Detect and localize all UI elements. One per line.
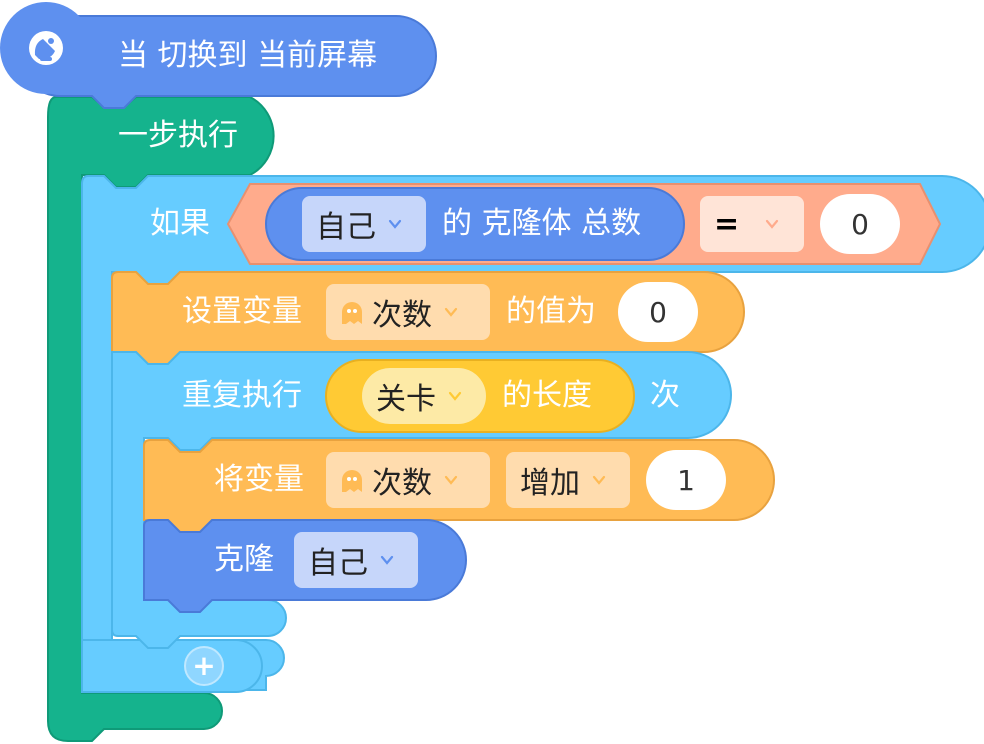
set-var-suffix: 的值为 — [506, 294, 596, 329]
if-label: 如果 — [150, 206, 210, 241]
step-block-shape[interactable] — [47, 96, 275, 742]
change-var-value-input[interactable]: 1 — [646, 450, 726, 510]
chevron-down-icon — [444, 473, 458, 487]
chevron-down-icon — [444, 305, 458, 319]
set-var-dropdown[interactable]: 次数 — [326, 284, 490, 340]
plus-icon: + — [192, 649, 216, 682]
repeat-suffix: 次 — [650, 378, 680, 413]
set-var-value: 次数 — [372, 298, 432, 333]
clone-count-label: 的 克隆体 总数 — [442, 206, 642, 241]
add-branch-button[interactable]: + — [184, 646, 224, 686]
operator-dropdown[interactable]: = — [700, 196, 804, 252]
clone-label: 克隆 — [214, 542, 274, 577]
compare-value-input[interactable]: 0 — [820, 194, 900, 254]
list-dropdown[interactable]: 关卡 — [362, 368, 486, 424]
clone-target-text: 自己 — [308, 546, 368, 581]
change-var-dropdown[interactable]: 次数 — [326, 452, 490, 508]
satellite-dish-icon — [6, 8, 86, 88]
chevron-down-icon — [448, 389, 462, 403]
chevron-down-icon — [380, 553, 394, 567]
change-var-label: 将变量 — [214, 462, 304, 497]
list-value: 关卡 — [376, 382, 436, 417]
chevron-down-icon — [388, 217, 402, 231]
change-op-value: 增加 — [520, 466, 580, 501]
step-block-label: 一步执行 — [118, 118, 238, 153]
chevron-down-icon — [765, 217, 779, 231]
list-length-label: 的长度 — [502, 378, 592, 413]
variable-ghost-icon — [340, 299, 364, 325]
hat-label: 当 切换到 当前屏幕 — [118, 38, 378, 73]
if-footer-shape — [81, 639, 263, 693]
set-var-value-input[interactable]: 0 — [618, 282, 698, 342]
variable-ghost-icon — [340, 467, 364, 493]
operator-value: = — [714, 206, 740, 242]
change-var-value: 次数 — [372, 466, 432, 501]
chevron-down-icon — [592, 473, 606, 487]
change-op-dropdown[interactable]: 增加 — [506, 452, 630, 508]
repeat-label: 重复执行 — [182, 378, 302, 413]
clone-target-dropdown[interactable]: 自己 — [302, 196, 426, 252]
set-var-label: 设置变量 — [182, 294, 302, 329]
clone-target-value: 自己 — [316, 210, 376, 245]
clone-target-select[interactable]: 自己 — [294, 532, 418, 588]
